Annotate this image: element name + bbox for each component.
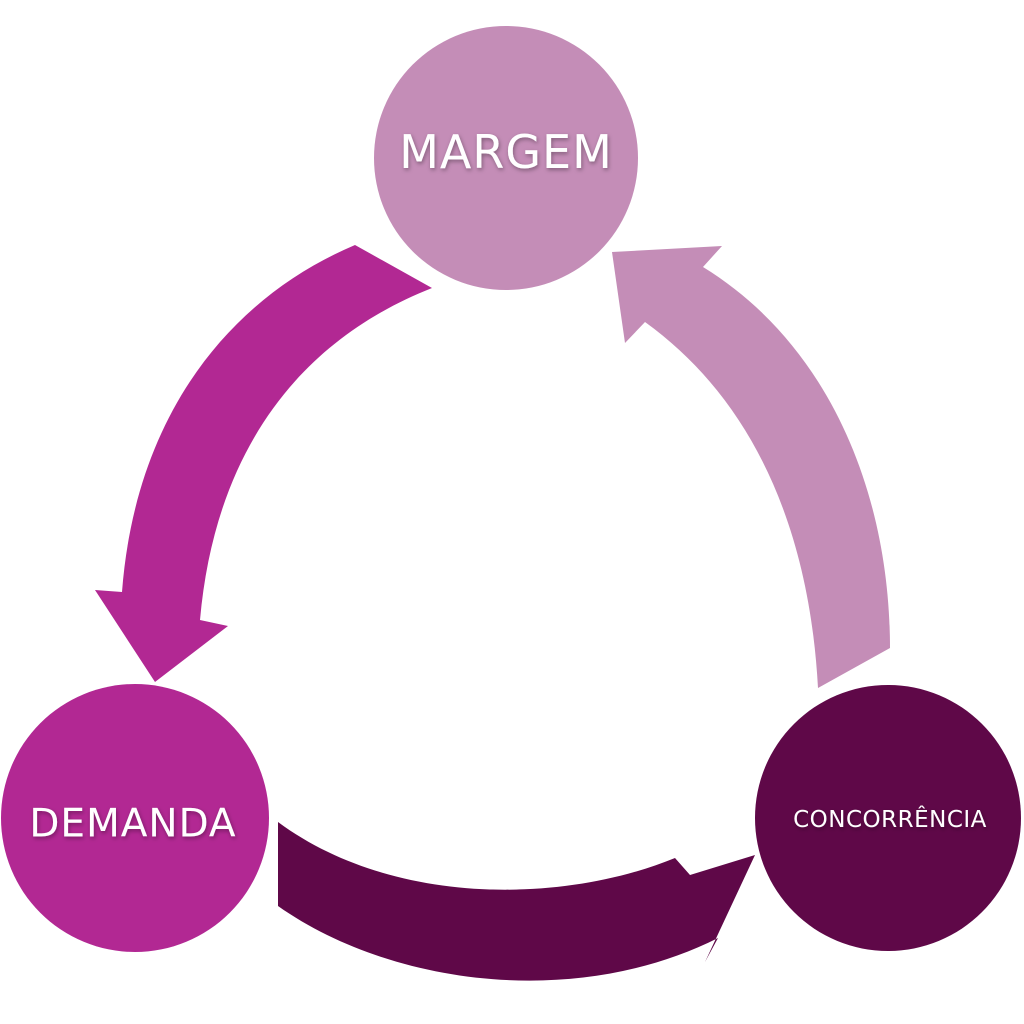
node-concorrencia-label: CONCORRÊNCIA [793, 805, 987, 833]
arrow-concorrencia-to-margem [612, 246, 890, 688]
node-margem [374, 26, 638, 290]
arrow-demanda-to-concorrencia [278, 822, 755, 981]
node-demanda [1, 684, 269, 952]
node-concorrencia [755, 685, 1021, 951]
node-demanda-label: DEMANDA [29, 802, 236, 847]
arrow-margem-to-demanda [95, 245, 432, 682]
node-margem-label: MARGEM [399, 125, 613, 179]
